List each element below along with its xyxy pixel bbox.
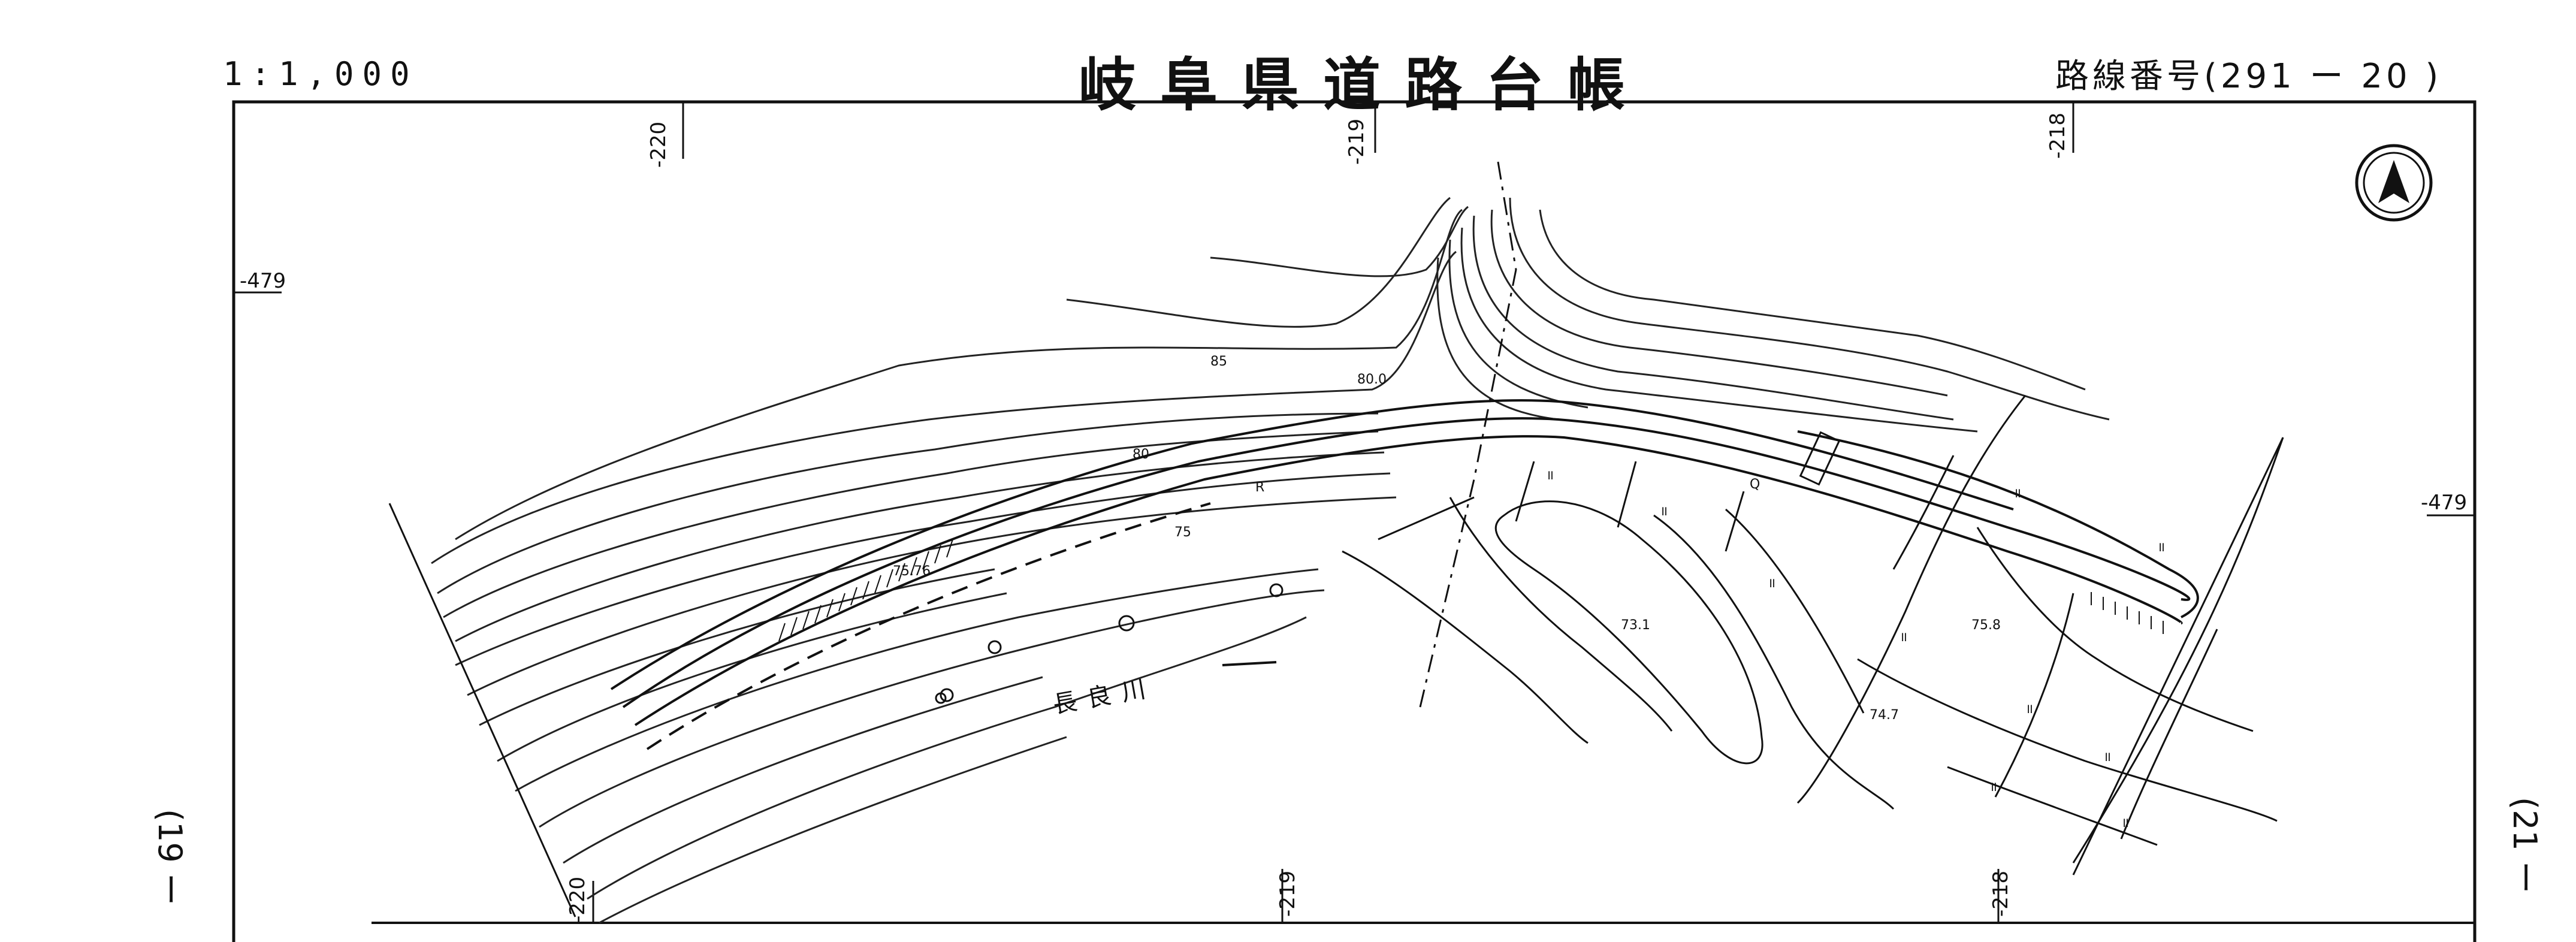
elevation-label-1: 75.76: [893, 564, 931, 579]
river-flow-arrow: [1222, 661, 1277, 666]
grid-label-bottom-2: -219: [1276, 871, 1300, 917]
field-boundaries: [1515, 395, 2284, 864]
grid-label-bottom-3: -218: [1989, 871, 2013, 917]
svg-text:॥: ॥: [2025, 702, 2033, 717]
road-marker-r: R: [1255, 480, 1264, 495]
svg-text:॥: ॥: [1546, 468, 1554, 483]
route-number: 路線番号(291 ー 20 ): [2055, 57, 2442, 96]
svg-text:॥: ॥: [1660, 504, 1668, 519]
contour-label-85: 85: [1210, 354, 1227, 369]
tree-symbols: [935, 583, 1284, 704]
grid-label-right: -479: [2421, 491, 2467, 515]
grid-ticks: [234, 102, 2475, 923]
right-boundary-line: [2072, 437, 2284, 875]
elevation-label-3: 74.7: [1870, 708, 1899, 723]
svg-text:॥: ॥: [2103, 750, 2111, 765]
contour-lines: [431, 197, 2110, 924]
elevation-label-2: 73.1: [1621, 618, 1650, 633]
svg-text:॥: ॥: [2121, 816, 2129, 831]
svg-text:॥: ॥: [1768, 576, 1775, 591]
svg-text:॥: ॥: [1899, 630, 1907, 645]
map-frame: [232, 100, 2477, 942]
road: [610, 399, 2199, 750]
building: [1799, 431, 1841, 486]
contour-label-80: 80: [1133, 447, 1149, 462]
grid-label-top-1: -220: [647, 122, 671, 168]
paddy-symbols: ॥ ॥ ॥ ॥ ॥ ॥ ॥ ॥ ॥ ॥: [1546, 468, 2165, 831]
road-edge-ticks: [778, 539, 2164, 642]
elevation-label-4: 75.8: [1971, 618, 2001, 633]
embankment-line: [1419, 161, 1517, 708]
road-marker-q: Q: [1750, 477, 1760, 492]
river-name-label: 長良川: [1051, 674, 1158, 719]
left-boundary-line: [388, 503, 576, 917]
svg-text:॥: ॥: [2013, 486, 2021, 501]
river-sandbar: [1342, 496, 1895, 810]
map-scale: 1:1,000: [223, 55, 418, 93]
svg-text:॥: ॥: [2157, 540, 2165, 555]
grid-label-top-3: -218: [2046, 113, 2070, 159]
north-arrow-icon: [2355, 144, 2433, 222]
map-title: 岐阜県道路台帳: [1079, 51, 1649, 119]
grid-label-bottom-1: -220: [566, 877, 590, 923]
contour-label-80-0: 80.0: [1357, 372, 1387, 387]
contour-label-75: 75: [1174, 525, 1191, 540]
grid-label-top-2: -219: [1345, 119, 1369, 165]
svg-text:॥: ॥: [1989, 780, 1997, 795]
grid-label-left: -479: [240, 269, 286, 293]
